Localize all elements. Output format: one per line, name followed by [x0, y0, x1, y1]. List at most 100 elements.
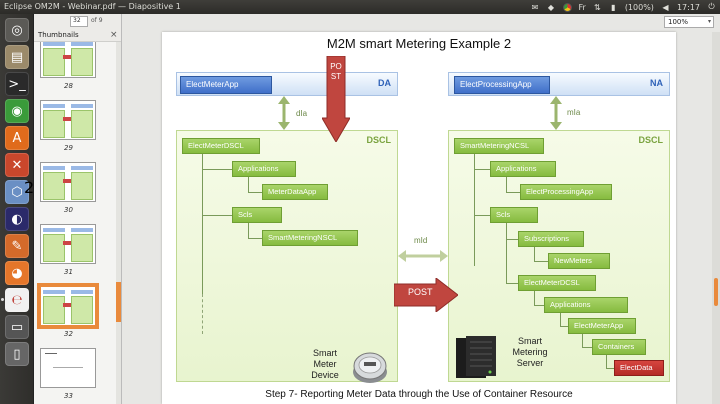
device-label-line: Meter [313, 359, 337, 369]
containers-node: Containers [592, 339, 646, 355]
page-count: of 9 [91, 17, 103, 24]
dia-label: dIa [296, 109, 308, 118]
battery-icon[interactable]: ▮ [611, 2, 616, 12]
firefox-icon[interactable]: ◕ [5, 261, 29, 285]
tree-line [202, 169, 232, 170]
tree-line [474, 169, 490, 170]
network-icon[interactable]: ⇅ [593, 2, 601, 12]
files-icon[interactable]: ▤ [5, 45, 29, 69]
meter-data-app-node: MeterDataApp [262, 184, 328, 200]
power-icon[interactable]: ⏻ [708, 2, 715, 11]
tree-line [506, 192, 520, 193]
tree-line [534, 291, 535, 306]
mid-label: mId [414, 236, 428, 245]
chevron-down-icon: ▾ [707, 18, 711, 25]
tree-line [506, 239, 518, 240]
update-count-badge: 2 [24, 178, 35, 197]
smart-metering-server-label: Smart Metering Server [502, 336, 558, 369]
elect-processing-app-node: ElectProcessingApp [520, 184, 612, 200]
server-label-line: Smart [517, 336, 542, 346]
trash-icon[interactable]: ▯ [5, 342, 29, 366]
page-number-label: 33 [64, 392, 73, 400]
elect-meter-app-box: ElectMeterApp [180, 76, 272, 94]
thumbnail-scroll-thumb[interactable] [116, 282, 121, 322]
document-view[interactable]: 100% ▾ M2M smart Metering Example 2 DA E… [122, 14, 720, 404]
page-number-label: 31 [64, 268, 73, 276]
tree-line [248, 223, 249, 239]
post-horizontal-label: POST [408, 287, 433, 297]
software-center-icon[interactable]: A [5, 126, 29, 150]
tree-line [506, 177, 507, 193]
tree-line [248, 192, 262, 193]
sidebar-header: 32 of 9 Thumbnails × [34, 14, 121, 42]
da-tag: DA [378, 78, 391, 88]
tree-line [560, 326, 568, 327]
page-thumbnail[interactable] [40, 348, 96, 388]
dash-home-icon[interactable]: ◎ [5, 18, 29, 42]
close-sidebar-icon[interactable]: × [110, 30, 118, 40]
zoom-select[interactable]: 100% ▾ [664, 16, 714, 28]
dropbox-icon[interactable]: ◆ [547, 2, 555, 12]
document-viewer-icon[interactable]: ℮ [5, 288, 29, 312]
mid-arrow-icon [398, 250, 448, 262]
document-scrollbar[interactable] [712, 32, 720, 404]
page-thumbnail[interactable] [40, 162, 96, 202]
server-label-line: Server [516, 358, 544, 368]
tree-line [534, 305, 544, 306]
elect-meter-dcsl-node: ElectMeterDCSL [518, 275, 596, 291]
elect-meter-dscl-node: ElectMeterDSCL [182, 138, 260, 154]
system-settings-icon[interactable]: ✕ [5, 153, 29, 177]
tree-line [534, 247, 535, 262]
keyboard-layout[interactable]: Fr [578, 2, 586, 12]
post-vertical-label: POST [330, 62, 342, 81]
page-thumbnail[interactable] [40, 224, 96, 264]
tree-line [248, 238, 262, 239]
smart-meter-device-label: Smart Meter Device [300, 348, 350, 381]
battery-percent[interactable]: (100%) [624, 2, 654, 12]
tree-line [560, 313, 561, 327]
smart-metering-nscl-node: SmartMeteringNSCL [262, 230, 358, 246]
eclipse-icon[interactable]: ◐ [5, 207, 29, 231]
thumbnail-scrollbar[interactable] [116, 42, 121, 404]
mia-label: mIa [567, 108, 581, 117]
right-applications2-node: Applications [544, 297, 628, 313]
left-dscl-tag: DSCL [366, 135, 392, 145]
chrome-icon[interactable]: ◉ [5, 99, 29, 123]
dia-arrow-icon [278, 96, 290, 130]
page-thumbnail[interactable] [37, 283, 99, 329]
sidebar-title[interactable]: Thumbnails [38, 31, 79, 39]
page-thumbnail[interactable] [40, 42, 96, 78]
page-number-label: 30 [64, 206, 73, 214]
na-tag: NA [650, 78, 663, 88]
new-meters-node: NewMeters [548, 253, 610, 269]
subscriptions-node: Subscriptions [518, 231, 584, 247]
zoom-value: 100% [668, 18, 689, 26]
mail-icon[interactable]: ✉ [531, 2, 539, 12]
system-tray: ✉ ◆ Fr ⇅ ▮ (100%) ◀ 17:17 ⏻ [531, 1, 717, 13]
smart-metering-ncsl-node: SmartMeteringNCSL [454, 138, 544, 154]
tree-line [506, 223, 507, 283]
tree-line [606, 355, 607, 369]
slide-title: M2M smart Metering Example 2 [326, 36, 512, 51]
tree-line [474, 215, 490, 216]
page-number-input[interactable]: 32 [70, 16, 88, 27]
clock[interactable]: 17:17 [676, 2, 700, 12]
page-number-label: 32 [64, 330, 73, 338]
chrome-tray-icon[interactable] [562, 2, 572, 12]
tree-line [506, 283, 518, 284]
tree-line [202, 294, 203, 334]
document-scroll-thumb[interactable] [714, 278, 718, 306]
applications-node: Applications [232, 161, 296, 177]
page-thumbnail[interactable] [40, 100, 96, 140]
terminal-icon[interactable]: >_ [5, 72, 29, 96]
tree-line [474, 154, 475, 266]
device-label-line: Smart [312, 348, 337, 358]
window-title: Eclipse OM2M - Webinar.pdf — Diapositive… [4, 2, 181, 11]
workspace-icon[interactable]: ▭ [5, 315, 29, 339]
tree-line [582, 347, 592, 348]
volume-icon[interactable]: ◀ [662, 2, 669, 12]
update-manager-icon[interactable]: ⬡ [5, 180, 29, 204]
tools-icon[interactable]: ✎ [5, 234, 29, 258]
